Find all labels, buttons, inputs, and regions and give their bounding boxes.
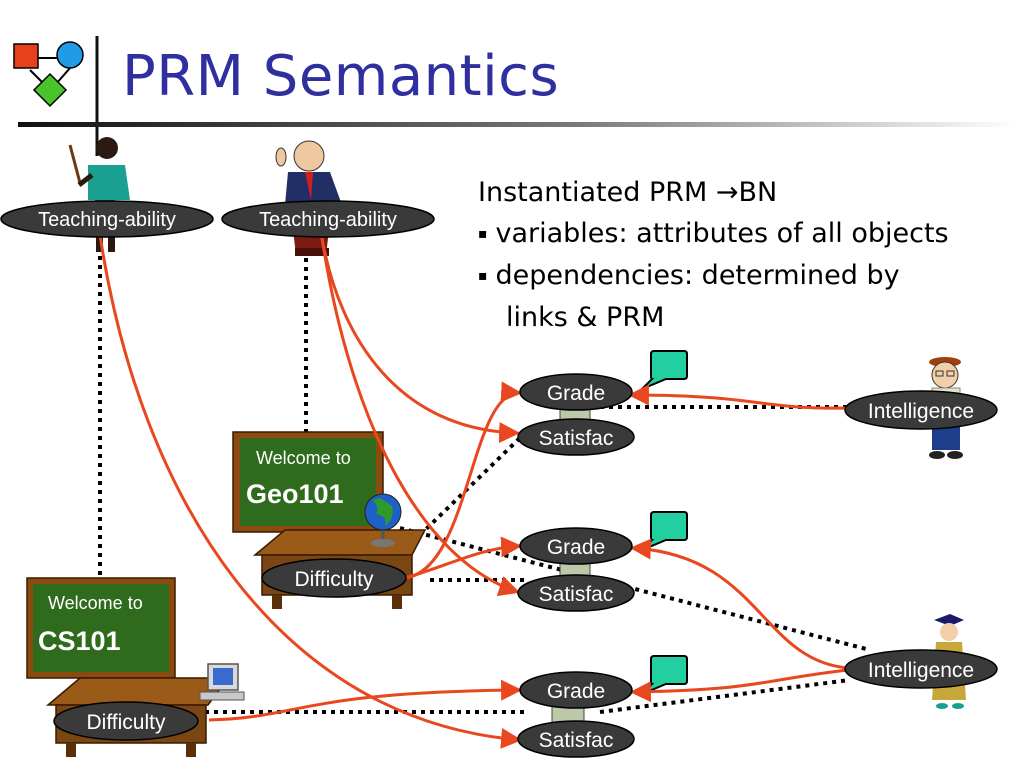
node-teaching-ability-2: Teaching-ability bbox=[221, 200, 435, 238]
svg-text:Grade: Grade bbox=[547, 382, 605, 405]
bullet-marker: ▪ bbox=[478, 268, 488, 284]
node-grade-2: Grade bbox=[519, 527, 633, 565]
node-intelligence-1: Intelligence bbox=[844, 390, 998, 430]
node-difficulty-geo101: Difficulty bbox=[261, 558, 407, 598]
bullet-variables-text: variables: attributes of all objects bbox=[495, 218, 949, 249]
heading-line: Instantiated PRM →BN bbox=[478, 172, 1018, 213]
heading-prefix: Instantiated PRM bbox=[478, 177, 716, 208]
geo101-welcome-text: Welcome to bbox=[256, 448, 351, 468]
page-title: PRM Semantics bbox=[122, 44, 560, 109]
node-satisfac-3: Satisfac bbox=[517, 720, 635, 758]
svg-text:Intelligence: Intelligence bbox=[868, 400, 974, 423]
svg-text:Difficulty: Difficulty bbox=[87, 711, 166, 734]
node-teaching-ability-1: Teaching-ability bbox=[0, 200, 214, 238]
node-satisfac-1: Satisfac bbox=[517, 418, 635, 456]
svg-text:Teaching-ability: Teaching-ability bbox=[38, 209, 176, 231]
heading-suffix: BN bbox=[738, 177, 778, 208]
node-grade-3: Grade bbox=[519, 671, 633, 709]
bullet-dependencies-text: dependencies: determined by bbox=[495, 260, 900, 291]
geo101-board bbox=[232, 431, 384, 533]
computer-icon bbox=[199, 663, 245, 701]
dependency-edges bbox=[98, 234, 851, 749]
node-satisfac-2: Satisfac bbox=[517, 574, 635, 612]
bullet-marker: ▪ bbox=[478, 226, 488, 242]
cs101-course-text: CS101 bbox=[38, 626, 121, 656]
cs101-welcome-text: Welcome to bbox=[48, 593, 143, 613]
globe-icon bbox=[364, 493, 402, 547]
svg-text:Intelligence: Intelligence bbox=[868, 659, 974, 682]
prm-logo-icon bbox=[13, 41, 84, 108]
node-difficulty-cs101: Difficulty bbox=[53, 701, 199, 741]
geo101-course-text: Geo101 bbox=[246, 479, 344, 509]
speech-bubble-icon bbox=[641, 350, 688, 695]
bullet-dependencies-text-2: links & PRM bbox=[506, 302, 665, 333]
svg-text:Satisfac: Satisfac bbox=[539, 583, 614, 606]
arrow-glyph: → bbox=[715, 177, 739, 208]
node-grade-1: Grade bbox=[519, 373, 633, 411]
bullet-dependencies: ▪ dependencies: determined by bbox=[478, 255, 1018, 297]
bullet-dependencies-continued: links & PRM bbox=[478, 297, 1018, 338]
professor-icon bbox=[275, 140, 342, 256]
svg-text:Satisfac: Satisfac bbox=[539, 427, 614, 450]
svg-text:Grade: Grade bbox=[547, 680, 605, 703]
cs101-board bbox=[26, 577, 176, 679]
svg-text:Grade: Grade bbox=[547, 536, 605, 559]
svg-text:Teaching-ability: Teaching-ability bbox=[259, 209, 397, 231]
svg-text:Difficulty: Difficulty bbox=[295, 568, 374, 591]
title-rule bbox=[18, 122, 1018, 127]
svg-text:Satisfac: Satisfac bbox=[539, 729, 614, 752]
explanation-text: Instantiated PRM →BN ▪ variables: attribu… bbox=[478, 172, 1018, 338]
bullet-variables: ▪ variables: attributes of all objects bbox=[478, 213, 1018, 255]
node-intelligence-2: Intelligence bbox=[844, 649, 998, 689]
